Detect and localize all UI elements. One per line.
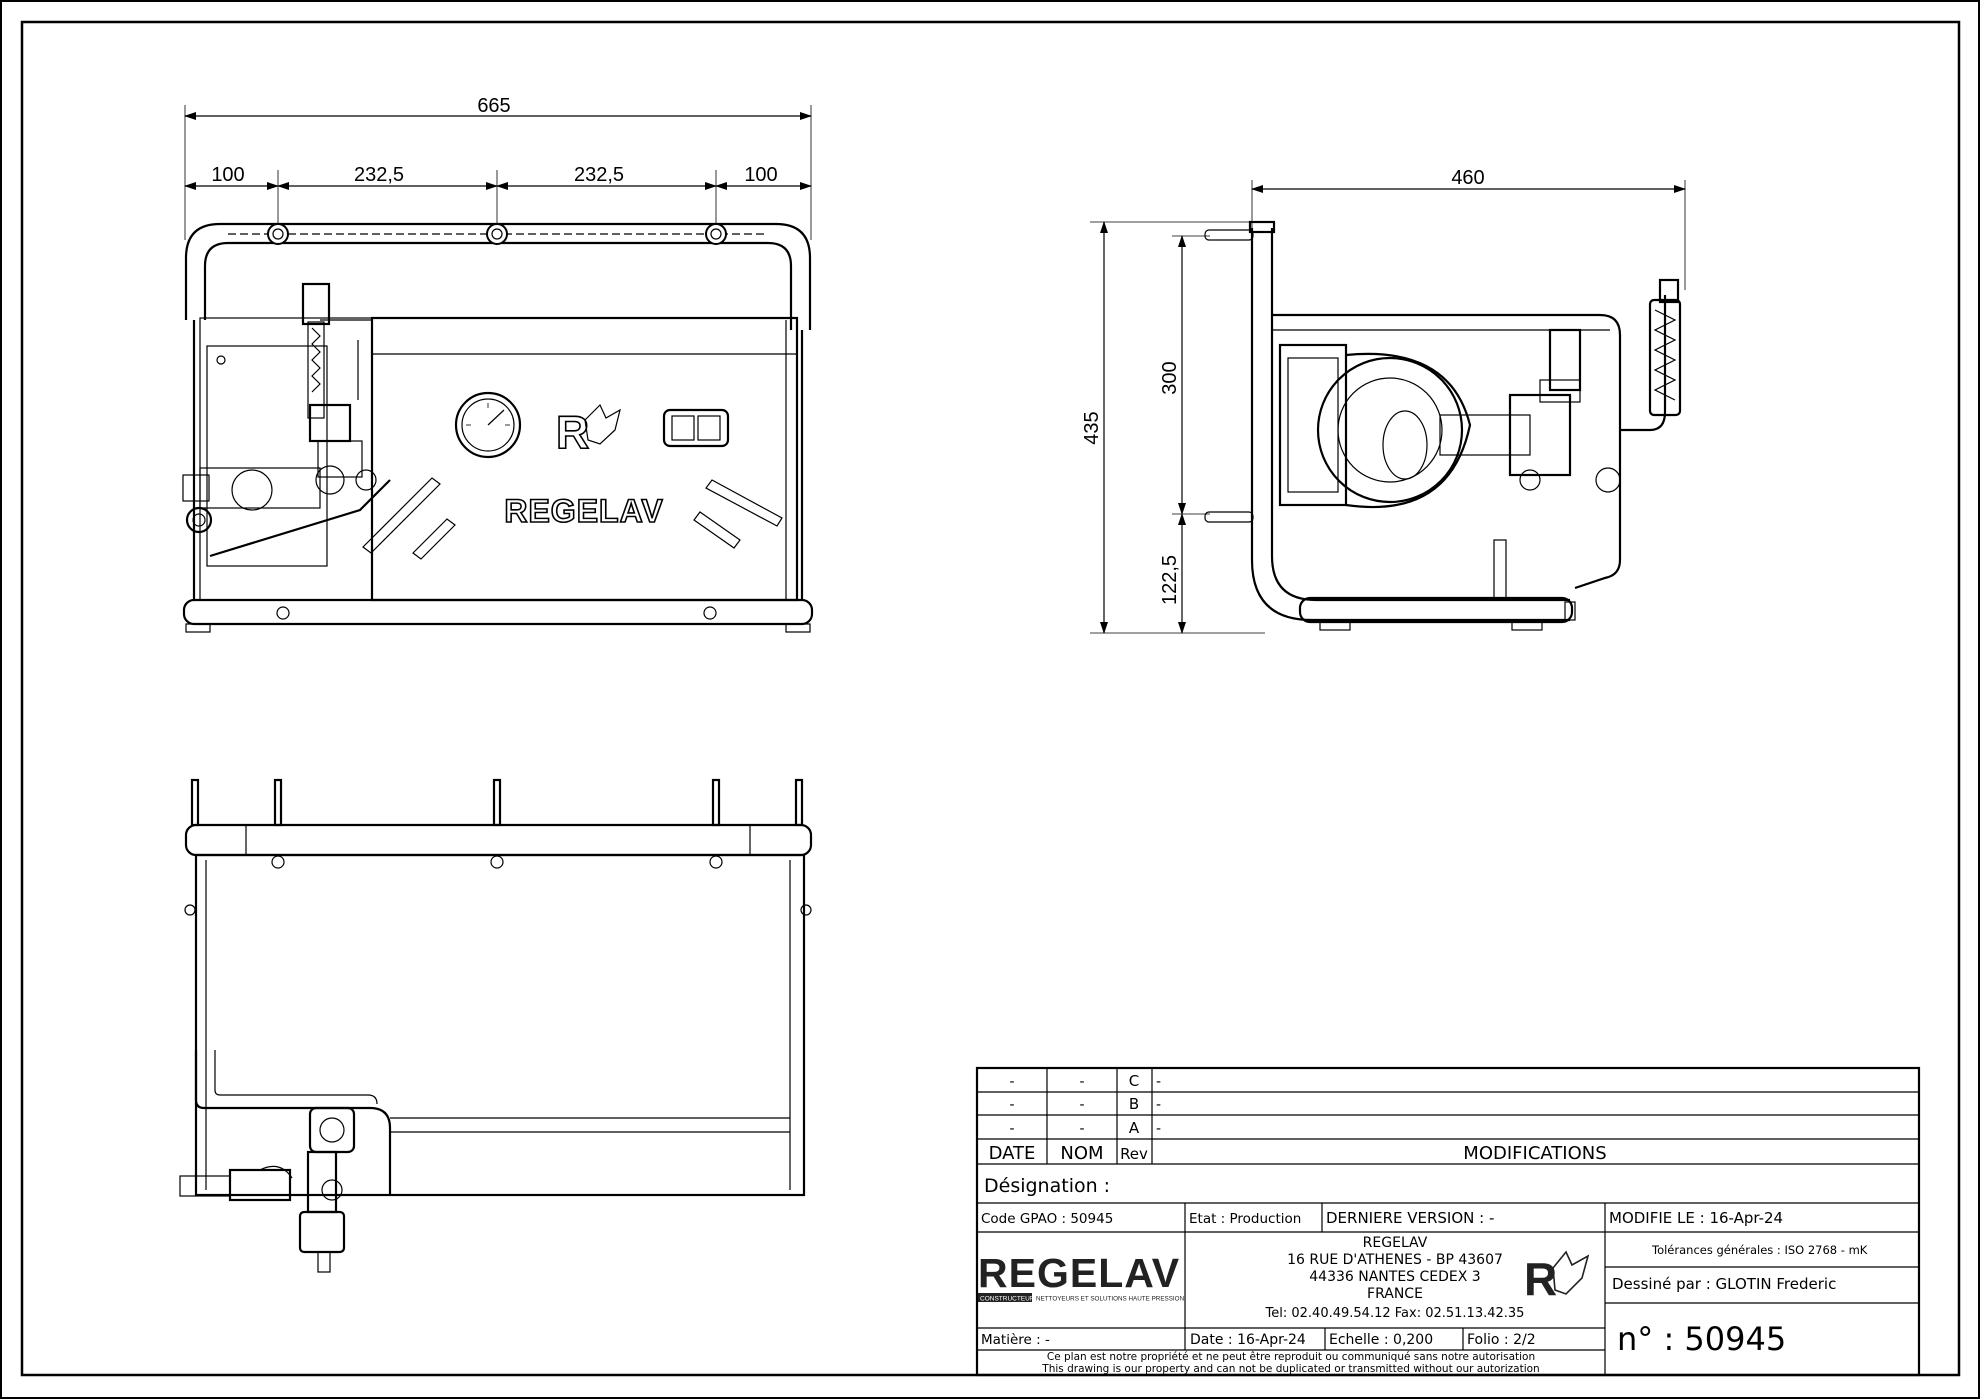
header-rev: Rev: [1120, 1145, 1148, 1163]
dim-side-height: 435: [1081, 411, 1103, 444]
svg-text:R: R: [556, 406, 589, 458]
top-studs: [190, 778, 804, 869]
derniere-version: DERNIERE VERSION : -: [1326, 1209, 1494, 1227]
title-block: - - C - - - B - - - A - DATE NOM Rev MOD…: [975, 1066, 1921, 1377]
front-frame: [182, 222, 814, 633]
dim-front-seg-4: 100: [744, 164, 777, 186]
regelav-logo-text: REGELAV: [978, 1250, 1180, 1296]
vent-slots: [362, 477, 783, 560]
top-pump-outlet: [179, 1106, 356, 1273]
rev-b-date: -: [1009, 1097, 1014, 1113]
front-housing: R REGELAV: [182, 282, 799, 602]
top-view: [179, 778, 813, 1273]
rev-b-nom: -: [1079, 1097, 1084, 1113]
rev-a-rev: A: [1129, 1119, 1140, 1137]
dim-side-upper: 300: [1159, 361, 1181, 394]
front-brand-plate: REGELAV: [504, 493, 663, 529]
rev-a-mod: -: [1156, 1121, 1161, 1137]
modifie-le: MODIFIE LE : 16-Apr-24: [1609, 1209, 1783, 1227]
header-nom: NOM: [1060, 1143, 1103, 1164]
address-line-3: 44336 NANTES CEDEX 3: [1309, 1269, 1480, 1285]
switch-icon: [662, 408, 730, 448]
title-rhino-logo-icon: R: [1524, 1250, 1590, 1305]
regelav-logo: REGELAV CONSTRUCTEUR NETTOYEURS ET SOLUT…: [978, 1250, 1185, 1303]
dim-side-lower: 122,5: [1159, 555, 1181, 605]
side-pump-motor: [1272, 278, 1682, 599]
front-view: 665 100 232,5 232,5 100: [182, 95, 814, 633]
regelav-logo-tagline: NETTOYEURS ET SOLUTIONS HAUTE PRESSION: [1036, 1296, 1185, 1303]
dim-front-seg-3: 232,5: [574, 164, 624, 186]
folio: Folio : 2/2: [1467, 1332, 1536, 1348]
regelav-logo-badge: CONSTRUCTEUR: [980, 1296, 1035, 1303]
address-tel-fax: Tel: 02.40.49.54.12 Fax: 02.51.13.42.35: [1265, 1306, 1525, 1321]
front-dimensions: 665 100 232,5 232,5 100: [184, 95, 812, 245]
code-gpao: Code GPAO : 50945: [981, 1211, 1113, 1227]
rev-c-mod: -: [1156, 1074, 1161, 1090]
etat: Etat : Production: [1189, 1211, 1301, 1227]
date-field: Date : 16-Apr-24: [1190, 1332, 1306, 1348]
matiere: Matière : -: [981, 1332, 1050, 1348]
dim-front-seg-2: 232,5: [354, 164, 404, 186]
pressure-gauge-icon: [454, 391, 522, 459]
rev-c-date: -: [1009, 1074, 1014, 1090]
rhino-logo-icon: R: [555, 403, 621, 459]
address-line-4: FRANCE: [1367, 1286, 1423, 1302]
drawing-number: n° : 50945: [1617, 1320, 1786, 1358]
header-modifications: MODIFICATIONS: [1463, 1143, 1606, 1164]
tolerances: Tolérances générales : ISO 2768 - mK: [1651, 1243, 1868, 1257]
rev-c-rev: C: [1129, 1072, 1139, 1090]
notice-en: This drawing is our property and can not…: [1041, 1363, 1539, 1375]
echelle: Echelle : 0,200: [1329, 1332, 1433, 1348]
address-line-1: REGELAV: [1363, 1235, 1428, 1251]
dim-front-total: 665: [477, 95, 510, 117]
side-view: 460 435 300 122,5: [1081, 167, 1686, 634]
designation-label: Désignation :: [984, 1175, 1110, 1197]
address-line-2: 16 RUE D'ATHENES - BP 43607: [1287, 1252, 1503, 1268]
svg-text:R: R: [1524, 1253, 1557, 1305]
dim-front-seg-1: 100: [211, 164, 244, 186]
top-frame: [184, 823, 813, 1197]
pump-assembly: [182, 282, 391, 558]
rev-b-rev: B: [1129, 1095, 1139, 1113]
notice-fr: Ce plan est notre propriété et ne peut ê…: [1047, 1351, 1535, 1363]
header-date: DATE: [989, 1143, 1036, 1164]
dessine-par: Dessiné par : GLOTIN Frederic: [1612, 1275, 1836, 1293]
rev-c-nom: -: [1079, 1074, 1084, 1090]
side-frame: [1204, 220, 1576, 631]
rev-a-date: -: [1009, 1121, 1014, 1137]
rev-a-nom: -: [1079, 1121, 1084, 1137]
side-dimensions: 460 435 300 122,5: [1081, 167, 1686, 634]
dim-side-width: 460: [1451, 167, 1484, 189]
rev-b-mod: -: [1156, 1097, 1161, 1113]
